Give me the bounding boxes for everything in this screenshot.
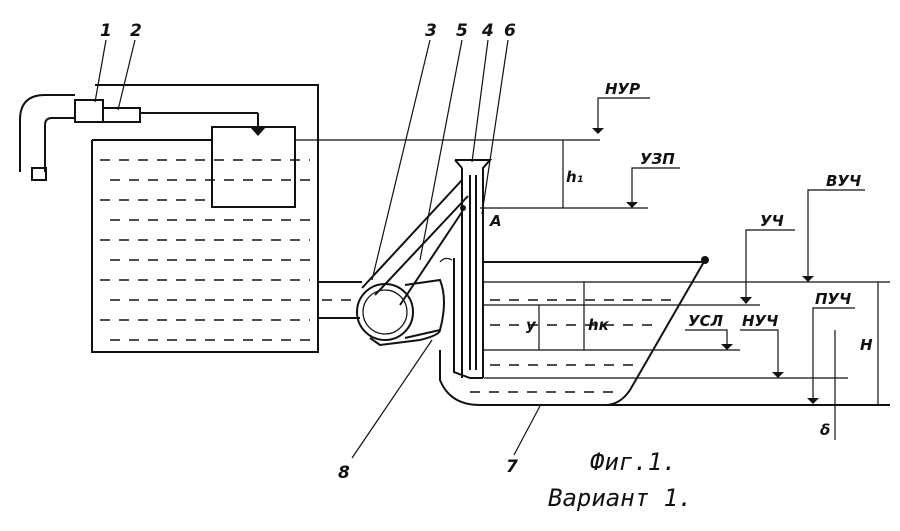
level-vuch: ВУЧ <box>826 172 861 190</box>
dim-delta: δ <box>820 421 830 439</box>
connecting-pipe <box>318 281 362 319</box>
part-6-label: 6 <box>504 21 516 41</box>
level-nuch: НУЧ <box>742 312 778 330</box>
level-usl: УСЛ <box>688 312 724 330</box>
figure-caption: Фиг.1. <box>590 448 677 476</box>
dim-hk: hк <box>588 316 610 334</box>
lever <box>361 179 469 306</box>
tank <box>91 84 319 353</box>
part-7-label: 7 <box>506 457 518 477</box>
level-nur: НУР <box>605 80 640 98</box>
figure-variant: Вариант 1. <box>548 484 693 512</box>
trough <box>439 256 709 406</box>
level-puch: ПУЧ <box>815 290 851 308</box>
point-a-label: А <box>489 212 502 230</box>
tank-water-hatching <box>100 159 310 341</box>
level-uzp: УЗП <box>640 150 675 168</box>
part-leaders <box>94 39 541 459</box>
dim-H: H <box>860 336 873 354</box>
part-1-label: 1 <box>100 21 112 41</box>
dim-h1: h₁ <box>566 168 583 186</box>
float <box>211 126 296 208</box>
part-2-label: 2 <box>130 21 142 41</box>
part-8-label: 8 <box>338 463 350 483</box>
standpipe <box>439 159 493 379</box>
part-5-label: 5 <box>456 21 468 41</box>
inlet-pipe <box>19 94 266 181</box>
level-uch: УЧ <box>760 212 784 230</box>
part-3-label: 3 <box>425 21 437 41</box>
ball-valve <box>356 278 445 347</box>
dim-y: y <box>526 316 537 334</box>
part-4-label: 4 <box>481 21 494 41</box>
